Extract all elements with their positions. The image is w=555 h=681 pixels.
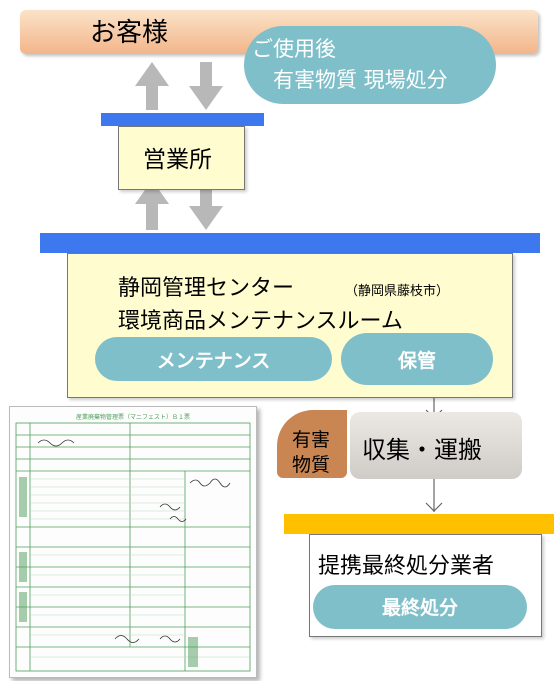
usage-pill [244,26,496,104]
office-box [118,126,245,190]
office-roof-bar [101,113,264,126]
manifest-title: 産業廃棄物管理票（マニフェスト）Ｂ１票 [76,413,190,421]
center-room: 環境商品メンテナンスルーム [118,309,403,334]
manifest-form-image: 産業廃棄物管理票（マニフェスト）Ｂ１票 [9,406,257,678]
storage-pill [341,333,493,385]
collection-box [350,412,522,479]
storage-label: 保管 [397,350,436,372]
final-partner-label: 提携最終処分業者 [318,554,495,579]
customer-label: お客様 [90,18,169,48]
center-name: 静岡管理センター [118,276,295,301]
final-roof-bar [284,514,554,534]
arrow-up-icon [135,62,169,110]
office-label: 営業所 [143,147,212,173]
hazard-line2: 物質 [292,454,331,476]
hazard-line1: 有害 [292,429,331,451]
usage-line2: 有害物質 現場処分 [273,68,448,92]
maintenance-label: メンテナンス [156,350,271,372]
maintenance-pill [95,337,332,381]
final-disposal-label: 最終処分 [381,597,458,619]
chevron-down-icon [425,502,443,512]
arrow-down-icon [189,183,223,230]
usage-line1: ご使用後 [252,37,336,61]
hazard-tag [277,410,347,478]
collection-label: 収集・運搬 [362,436,482,464]
manifest-form-drawing: 産業廃棄物管理票（マニフェスト）Ｂ１票 [15,413,251,672]
center-roof-bar [40,233,540,253]
final-disposal-pill [313,585,527,629]
arrow-up-icon [135,180,169,230]
center-location: （静岡県藤枝市） [345,284,450,299]
arrow-down-icon [189,62,223,110]
